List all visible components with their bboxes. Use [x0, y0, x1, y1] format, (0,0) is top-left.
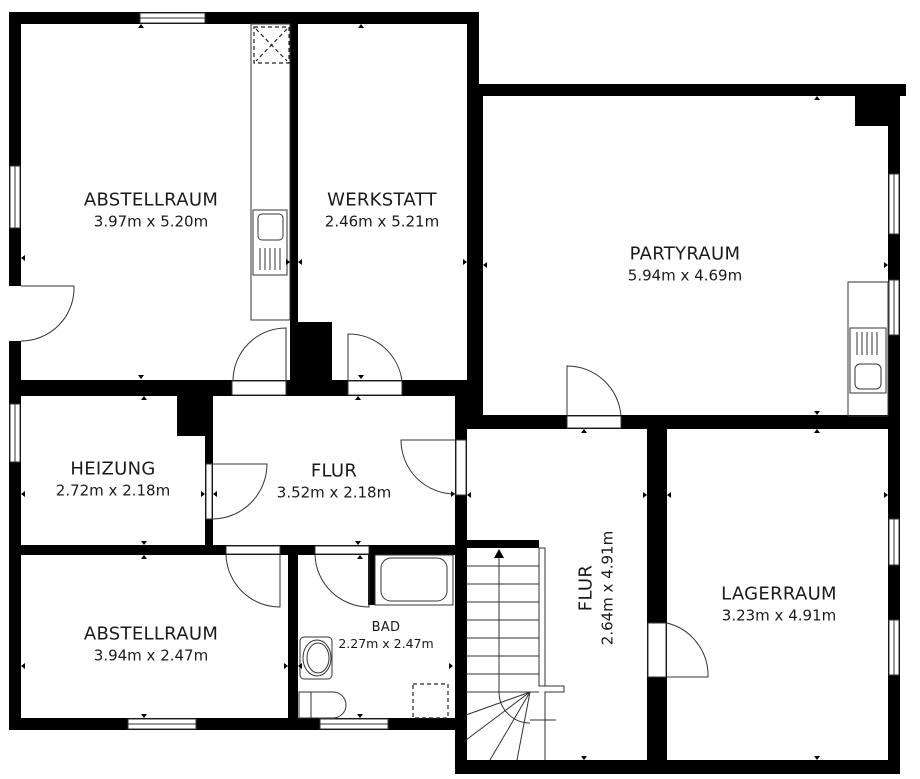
kitchen-counter	[250, 23, 291, 321]
room-name: ABSTELLRAUM	[83, 189, 219, 211]
room-name: BAD	[371, 620, 401, 636]
room-dimensions: 5.94m x 4.69m	[627, 265, 743, 284]
room-name: LAGERRAUM	[721, 583, 837, 605]
room-label-abstellraum-bottom: ABSTELLRAUM 3.94m x 2.47m	[84, 623, 218, 664]
door-swings	[20, 285, 709, 678]
room-name: HEIZUNG	[70, 458, 156, 480]
room-dimensions: 2.46m x 5.21m	[324, 211, 440, 230]
room-label-abstellraum-top: ABSTELLRAUM 3.97m x 5.20m	[84, 189, 218, 230]
room-dimensions: 2.72m x 2.18m	[55, 480, 171, 499]
staircase-icon	[465, 547, 565, 761]
sink-icon	[849, 327, 887, 394]
room-name: PARTYRAUM	[629, 243, 741, 265]
room-label-flur-middle: FLUR 3.52m x 2.18m	[277, 460, 391, 501]
room-name: ABSTELLRAUM	[83, 623, 219, 645]
room-dimensions: 3.23m x 4.91m	[721, 605, 837, 624]
room-label-bad: BAD 2.27m x 2.47m	[338, 620, 433, 652]
room-dimensions: 3.52m x 2.18m	[276, 482, 392, 501]
shower-tray-icon	[412, 683, 449, 719]
room-label-flur-right: FLUR 2.64m x 4.91m	[575, 531, 616, 645]
chimney-shaft-icon	[253, 26, 290, 64]
room-label-werkstatt: WERKSTATT 2.46m x 5.21m	[325, 189, 439, 230]
room-dimensions: 2.64m x 4.91m	[597, 530, 616, 646]
measure-markers	[21, 24, 888, 760]
sink-icon	[252, 209, 288, 276]
room-name: WERKSTATT	[327, 189, 437, 211]
room-dimensions: 2.27m x 2.47m	[338, 636, 434, 652]
room-dimensions: 3.97m x 5.20m	[93, 211, 209, 230]
toilet-icon	[298, 691, 347, 719]
washbasin-icon	[299, 636, 333, 680]
room-label-heizung: HEIZUNG 2.72m x 2.18m	[56, 458, 170, 499]
room-label-lagerraum: LAGERRAUM 3.23m x 4.91m	[721, 583, 837, 624]
room-name: FLUR	[575, 564, 597, 612]
kitchen-counter	[847, 281, 889, 417]
room-name: FLUR	[310, 460, 358, 482]
room-dimensions: 3.94m x 2.47m	[93, 645, 209, 664]
openings	[9, 12, 900, 730]
room-label-partyraum: PARTYRAUM 5.94m x 4.69m	[628, 243, 742, 284]
bathtub-icon	[374, 554, 454, 606]
